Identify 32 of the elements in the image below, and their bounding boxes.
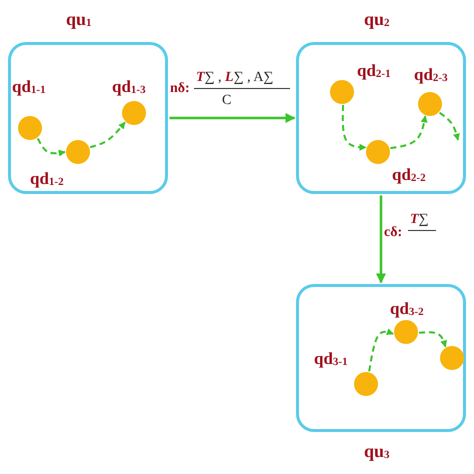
arrow xyxy=(36,138,66,157)
arrow xyxy=(368,328,394,372)
box-heading: qu$_{3}$ xyxy=(364,442,390,461)
state-label: qd$_{2-2}$ xyxy=(392,166,426,184)
arrow xyxy=(170,113,296,123)
state-label: qd$_{3-2}$ xyxy=(390,300,424,318)
formula-text: C xyxy=(222,93,232,108)
arrow xyxy=(418,331,448,348)
state-label: qd$_{2-1}$ xyxy=(357,62,391,80)
state-label: qd$_{1-1}$ xyxy=(12,78,46,96)
state-circle xyxy=(330,80,354,104)
state-circle xyxy=(122,101,146,125)
state-circle xyxy=(366,140,390,164)
box-heading: qu$_{2}$ xyxy=(364,10,390,29)
state-label: qd$_{2-3}$ xyxy=(414,66,448,84)
box-heading: qu$_{1}$ xyxy=(66,10,92,29)
arrow xyxy=(342,104,367,151)
state-label: qd$_{1-2}$ xyxy=(30,170,64,188)
state-circle xyxy=(18,116,42,140)
state-circle xyxy=(418,92,442,116)
formula-text: T∑ xyxy=(410,212,429,228)
state-label: qd$_{1-3}$ xyxy=(112,78,146,96)
state-circle xyxy=(66,140,90,164)
arrow xyxy=(90,122,126,148)
arrow xyxy=(390,115,428,150)
arrow xyxy=(376,196,386,284)
arrow xyxy=(439,112,460,141)
formula-text: T∑ , L∑ , A∑ xyxy=(196,70,274,86)
state-circle xyxy=(440,346,464,370)
state-label: qd$_{3-1}$ xyxy=(314,350,348,368)
state-circle xyxy=(394,320,418,344)
state-circle xyxy=(354,372,378,396)
